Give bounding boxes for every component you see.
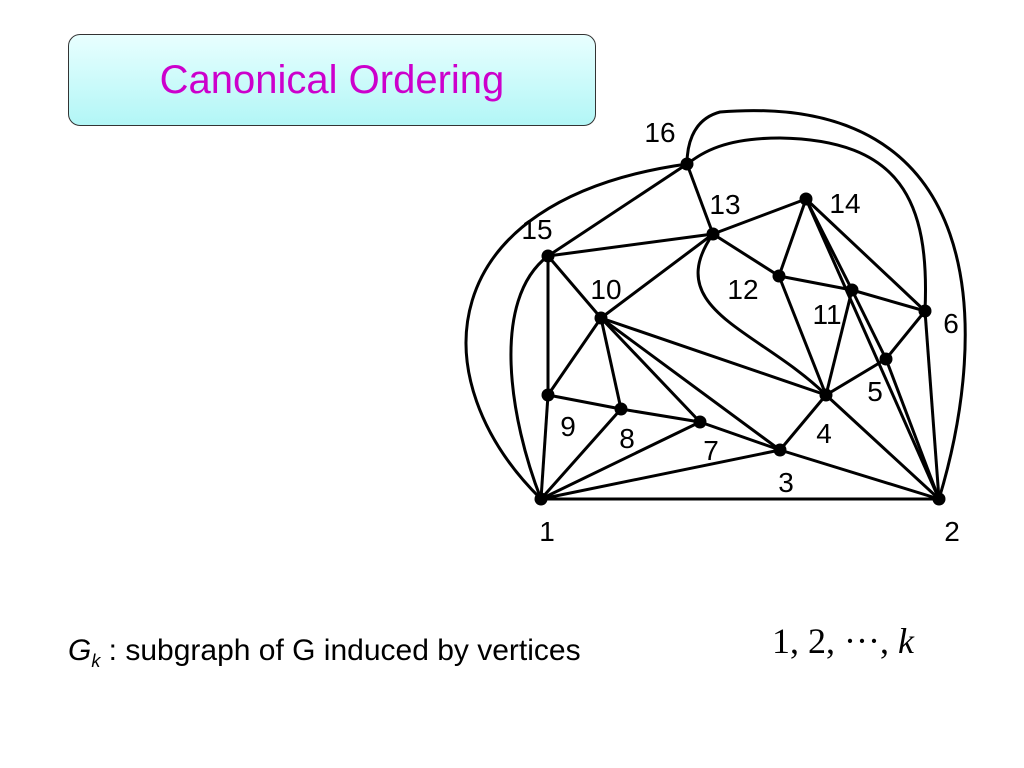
vertex-label-11: 11 — [812, 299, 841, 330]
edge-2-3 — [779, 448, 940, 501]
vertex-label-14: 14 — [829, 188, 860, 219]
edge-15-16 — [547, 162, 688, 258]
vertex-sequence-formula: 1, 2, ···, k — [772, 620, 914, 662]
edge-11-12 — [778, 274, 853, 292]
edge-13-16 — [685, 163, 715, 235]
edge-2-16 — [685, 109, 967, 500]
vertex-label-15: 15 — [521, 214, 552, 245]
edge-6-16 — [686, 136, 927, 312]
edge-5-11 — [850, 289, 888, 360]
vertex-label-12: 12 — [727, 274, 758, 305]
edge-2-4 — [824, 393, 941, 501]
vertex-11 — [845, 283, 859, 297]
graph-edges — [464, 109, 967, 501]
vertex-16 — [680, 157, 694, 171]
edge-7-8 — [620, 407, 701, 424]
vertex-4 — [819, 388, 833, 402]
vertex-15 — [541, 249, 555, 263]
vertex-13 — [706, 227, 720, 241]
vertex-14 — [799, 192, 813, 206]
edge-3-4 — [778, 394, 828, 451]
vertex-1 — [534, 492, 548, 506]
edge-8-9 — [547, 393, 622, 411]
edge-4-10 — [600, 316, 827, 397]
vertex-8 — [614, 402, 628, 416]
vertex-label-7: 7 — [703, 435, 719, 466]
edge-4-12 — [777, 275, 828, 396]
edge-12-14 — [777, 198, 808, 277]
vertex-label-3: 3 — [778, 467, 794, 498]
slide-title: Canonical Ordering — [159, 57, 505, 102]
edge-7-10 — [599, 316, 702, 424]
edge-1-8 — [539, 408, 623, 500]
edge-1-16 — [464, 162, 688, 501]
vertex-10 — [594, 311, 608, 325]
edge-2-6 — [923, 310, 941, 500]
edge-6-11 — [851, 288, 926, 313]
edge-9-10 — [546, 317, 603, 396]
formula-variable: k — [897, 621, 914, 661]
vertex-label-8: 8 — [619, 423, 635, 454]
edge-13-14 — [712, 197, 807, 236]
vertex-label-2: 2 — [944, 516, 960, 547]
edge-4-13 — [696, 233, 828, 397]
caption-subscript: k — [91, 651, 101, 671]
title-box: Canonical Ordering — [68, 34, 596, 126]
edge-3-10 — [600, 316, 781, 452]
vertex-label-5: 5 — [867, 376, 883, 407]
vertex-12 — [772, 269, 786, 283]
edge-6-14 — [804, 197, 927, 313]
edge-1-15 — [509, 254, 549, 500]
edge-11-14 — [804, 198, 854, 291]
edge-1-7 — [540, 420, 701, 501]
vertex-label-6: 6 — [943, 308, 959, 339]
caption-symbol: G — [68, 634, 92, 667]
edge-13-15 — [547, 232, 714, 258]
graph-vertices — [534, 157, 946, 506]
vertex-2 — [932, 492, 946, 506]
edge-10-15 — [546, 255, 603, 319]
vertex-label-4: 4 — [816, 418, 832, 449]
vertex-label-9: 9 — [560, 411, 576, 442]
caption-text: : subgraph of G induced by vertices — [100, 634, 581, 667]
edge-1-9 — [539, 394, 550, 500]
edge-5-6 — [884, 310, 927, 360]
edge-2-14 — [804, 198, 941, 500]
vertex-7 — [693, 415, 707, 429]
vertex-label-13: 13 — [709, 189, 740, 220]
edge-3-7 — [699, 420, 781, 452]
vertex-label-1: 1 — [539, 516, 555, 547]
edge-4-11 — [824, 289, 854, 396]
vertex-label-10: 10 — [590, 274, 621, 305]
vertex-label-16: 16 — [644, 117, 675, 148]
edge-12-13 — [712, 232, 780, 278]
vertex-9 — [541, 388, 555, 402]
edge-8-10 — [599, 317, 623, 410]
edge-1-3 — [540, 448, 781, 501]
vertex-6 — [918, 304, 932, 318]
vertex-3 — [773, 443, 787, 457]
vertex-5 — [879, 352, 893, 366]
edge-10-13 — [600, 232, 714, 320]
edge-4-5 — [825, 357, 887, 397]
formula-sequence: 1, 2, ···, — [772, 621, 898, 661]
caption: Gk : subgraph of G induced by vertices — [68, 634, 581, 672]
